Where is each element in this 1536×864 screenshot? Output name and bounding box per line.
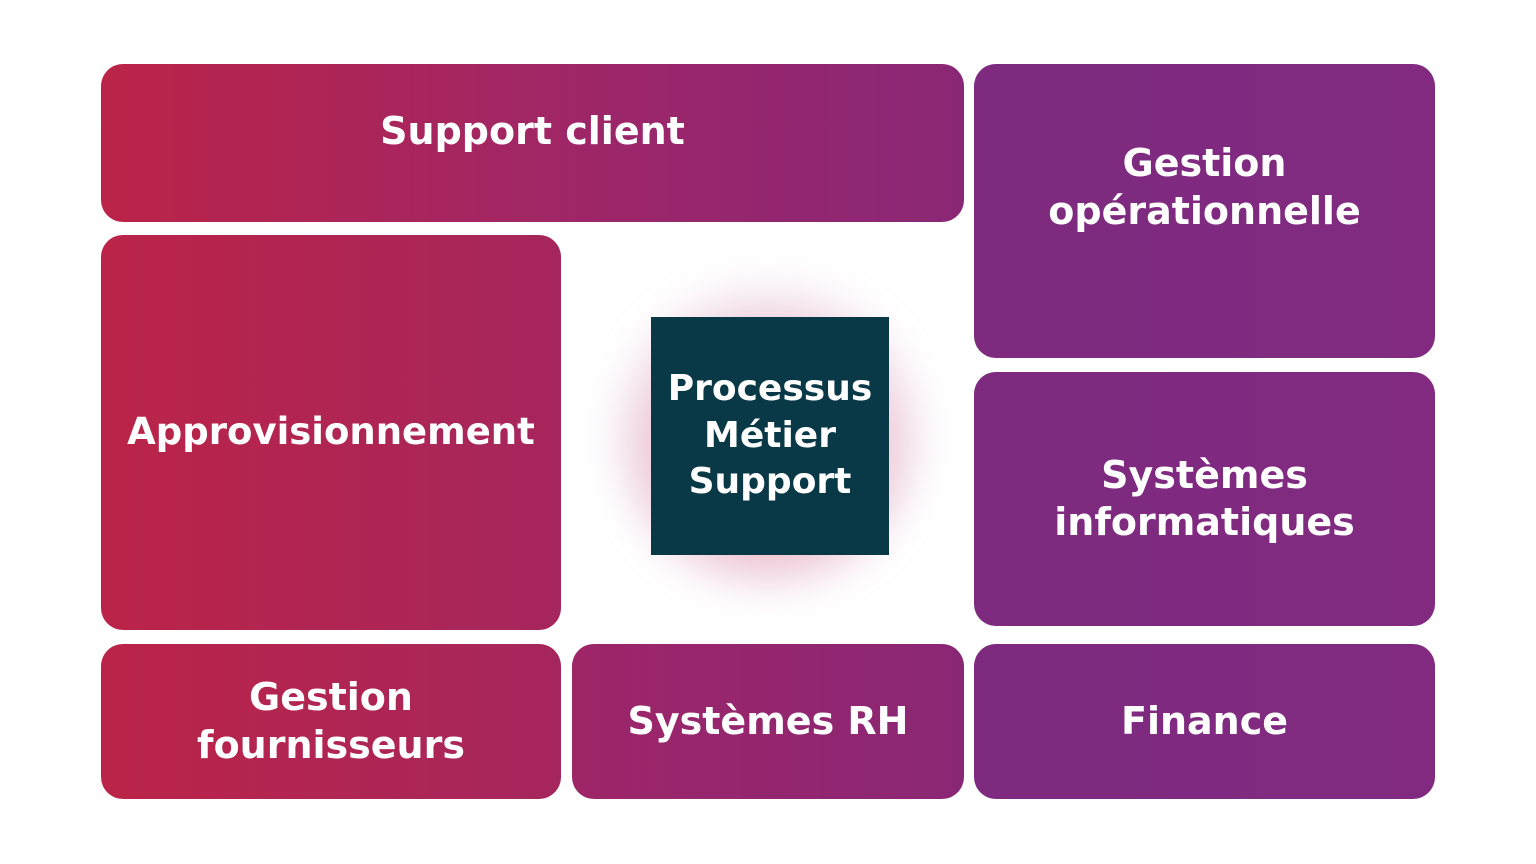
tile-gestion-fournisseurs: Gestion fournisseurs bbox=[101, 644, 561, 799]
tile-finance: Finance bbox=[974, 644, 1435, 799]
tile-systemes-informatiques: Systèmes informatiques bbox=[974, 372, 1435, 626]
tile-approvisionnement: Approvisionnement bbox=[101, 235, 561, 630]
tile-finance-label: Finance bbox=[1120, 698, 1289, 743]
tile-gestion-operationnelle: Gestion opérationnelle bbox=[974, 64, 1435, 358]
center-label: Processus Métier Support bbox=[667, 367, 873, 503]
tile-approvisionnement-label: Approvisionnement bbox=[127, 410, 535, 454]
tile-support-client-label: Support client bbox=[380, 109, 685, 153]
tile-systemes-informatiques-label: Systèmes informatiques bbox=[1054, 452, 1355, 545]
tile-gestion-fournisseurs-label: Gestion fournisseurs bbox=[197, 675, 465, 767]
tile-systemes-rh: Systèmes RH bbox=[572, 644, 964, 799]
tile-systemes-rh-label: Systèmes RH bbox=[627, 698, 909, 743]
tile-gestion-operationnelle-label: Gestion opérationnelle bbox=[1048, 141, 1361, 233]
tile-support-client: Support client bbox=[101, 64, 964, 222]
center-box: Processus Métier Support bbox=[651, 317, 889, 555]
